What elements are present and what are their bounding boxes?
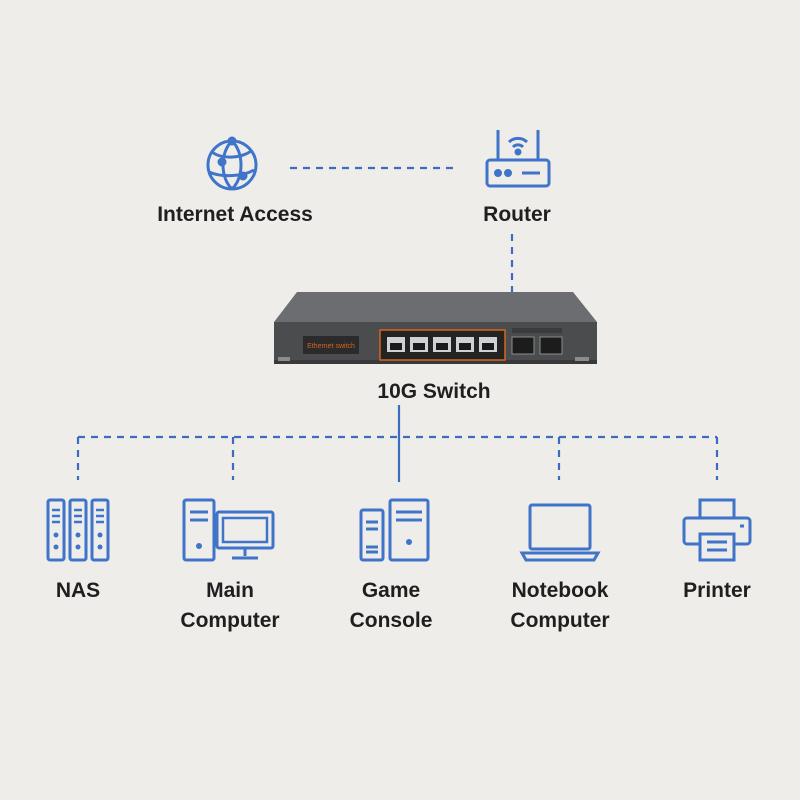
game-console-label-line2: Console [349,609,433,632]
notebook-label-line2: Computer [510,609,610,632]
nas-server-icon [46,498,110,562]
router-icon [485,130,551,188]
game-console-icon [359,498,430,562]
main-computer-label: Main Computer [155,576,305,636]
ethernet-switch-device [274,292,597,364]
laptop-icon [519,503,601,562]
printer-label: Printer [657,576,777,606]
switch-label: 10G Switch [377,380,491,403]
nas-label-line1: NAS [55,579,101,602]
desktop-computer-icon [182,498,275,562]
router-label: Router [483,203,551,226]
notebook-label: Notebook Computer [480,576,640,636]
game-console-label-line1: Game [361,579,421,602]
internet-access-label: Internet Access [157,203,313,226]
globe-icon [206,136,258,191]
main-computer-label-line2: Computer [180,609,280,632]
game-console-label: Game Console [316,576,466,636]
main-computer-label-line1: Main [206,579,254,602]
notebook-label-line1: Notebook [511,579,609,602]
nas-label: NAS [18,576,138,606]
switch-panel-text: Ethernet switch [307,343,355,350]
printer-label-line1: Printer [683,579,751,602]
printer-icon [682,498,752,562]
